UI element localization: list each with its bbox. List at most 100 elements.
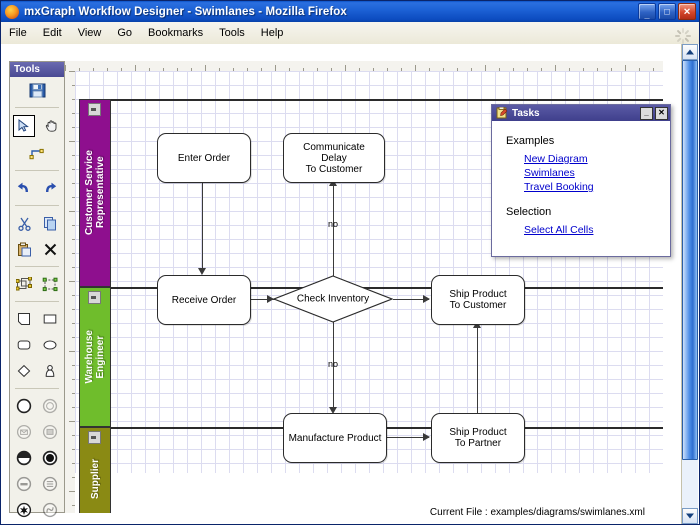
undo-icon[interactable] [14,178,34,198]
task-link-travel-booking[interactable]: Travel Booking [524,181,594,193]
window-title-bar: mxGraph Workflow Designer - Swimlanes - … [1,1,699,22]
tool-group-shapes-1 [10,306,64,332]
save-icon[interactable] [27,80,47,100]
maximize-icon: □ [664,6,670,16]
minimize-button[interactable]: _ [638,3,656,20]
vertical-scrollbar[interactable] [681,44,698,524]
throbber-icon [675,25,691,44]
menu-tools[interactable]: Tools [219,27,245,39]
ungroup-icon[interactable] [40,274,60,294]
message-event-icon[interactable] [14,422,34,442]
node-enter-order[interactable]: Enter Order [157,133,251,183]
lane-title-wrap: Supplier [80,428,110,513]
minus-circle-icon[interactable] [14,474,34,494]
group-icon[interactable] [14,274,34,294]
rectangle-shape-icon[interactable] [40,309,60,329]
tool-group-events-6 [10,523,64,524]
pan-hand-icon[interactable] [41,115,61,135]
tool-group-history [10,175,64,201]
lane-collapse-icon[interactable] [88,291,101,304]
tasks-spacer [492,194,670,206]
lane-header-warehouse[interactable]: Warehouse Engineer [79,287,111,427]
edge-partner-to-customer [477,325,478,413]
copy-icon[interactable] [40,213,60,233]
signal-event-icon[interactable] [40,422,60,442]
tasks-minimize-button[interactable]: _ [640,106,653,120]
minimize-icon: _ [644,9,650,19]
tool-group-file [10,77,64,103]
node-manufacture-product[interactable]: Manufacture Product [283,413,387,463]
tool-divider [15,107,59,108]
node-check-inventory[interactable]: Check Inventory [273,275,393,323]
menu-go[interactable]: Go [117,27,133,39]
tasks-section-heading-selection: Selection [506,206,552,218]
node-check-inventory-label: Check Inventory [296,293,370,305]
scroll-up-button[interactable] [682,44,698,60]
timer-event-icon[interactable] [40,396,60,416]
cut-scissors-icon[interactable] [14,213,34,233]
canvas-blank-area [75,473,663,513]
node-ship-to-partner[interactable]: Ship Product To Partner [431,413,525,463]
edge-label-no-upper: no [328,219,339,229]
task-link-select-all-cells[interactable]: Select All Cells [524,224,594,236]
edge-manufacture-to-partner [385,437,429,438]
lane-title-wrap: Customer Service Representative [80,100,110,286]
menu-edit[interactable]: Edit [42,27,62,39]
diagram-canvas[interactable]: Customer Service Representative Warehous… [75,71,663,513]
tool-divider [15,388,59,389]
window-title: mxGraph Workflow Designer - Swimlanes - … [24,5,347,18]
menu-help[interactable]: Help [260,27,284,39]
delete-x-icon[interactable] [40,239,60,259]
start-event-icon[interactable] [14,396,34,416]
half-fill-circle-icon[interactable] [14,448,34,468]
tool-group-events-3 [10,445,64,471]
tool-group-clipboard-1 [10,210,64,236]
tool-group-clipboard-2 [10,236,64,262]
actor-shape-icon[interactable] [40,361,60,381]
tool-group-shapes-3 [10,358,64,384]
lane-divider-mid [79,287,663,289]
connector-edge-icon[interactable] [27,143,47,163]
list-circle-icon[interactable] [40,474,60,494]
tasks-section-heading-examples: Examples [506,135,555,147]
end-event-icon[interactable] [40,448,60,468]
tasks-title-bar: Tasks _ ✕ [492,105,670,121]
maximize-button[interactable]: □ [658,3,676,20]
lane-header-customer-service[interactable]: Customer Service Representative [79,99,111,287]
lane-collapse-icon[interactable] [88,431,101,444]
lane-collapse-icon[interactable] [88,103,101,116]
firefox-logo-icon [4,4,20,20]
lane-title-wrap: Warehouse Engineer [80,288,110,426]
diamond-shape-icon[interactable] [14,361,34,381]
tasks-clipboard-icon [496,106,508,119]
ellipse-shape-icon[interactable] [40,335,60,355]
task-link-new-diagram[interactable]: New Diagram [524,153,588,165]
close-button[interactable]: ✕ [678,3,696,20]
tasks-close-button[interactable]: ✕ [655,106,668,120]
tasks-window: Tasks _ ✕ Examples New Diagram Swimlanes… [491,104,671,257]
node-ship-to-customer[interactable]: Ship Product To Customer [431,275,525,325]
vertical-scroll-thumb[interactable] [682,60,698,460]
node-communicate-delay[interactable]: Communicate Delay To Customer [283,133,385,183]
tool-divider [15,266,59,267]
rounded-rect-shape-icon[interactable] [14,335,34,355]
tasks-close-icon: ✕ [658,108,665,117]
note-shape-icon[interactable] [14,309,34,329]
node-receive-order[interactable]: Receive Order [157,275,251,325]
arrowhead-manufacture [329,407,337,414]
burst-circle-icon[interactable] [14,500,34,520]
tasks-window-title: Tasks [512,107,540,119]
select-pointer-icon[interactable] [13,115,35,137]
redo-icon[interactable] [40,178,60,198]
tasks-minimize-icon: _ [644,108,649,117]
lane-header-supplier[interactable]: Supplier [79,427,111,513]
task-link-swimlanes[interactable]: Swimlanes [524,167,575,179]
scroll-down-button[interactable] [682,508,698,524]
tool-group-grouping [10,271,64,297]
menu-file[interactable]: File [9,27,27,39]
paste-icon[interactable] [14,239,34,259]
menu-view[interactable]: View [77,27,102,39]
vertical-scroll-track[interactable] [682,60,698,508]
link-event-icon[interactable] [40,500,60,520]
menu-bookmarks[interactable]: Bookmarks [148,27,204,39]
